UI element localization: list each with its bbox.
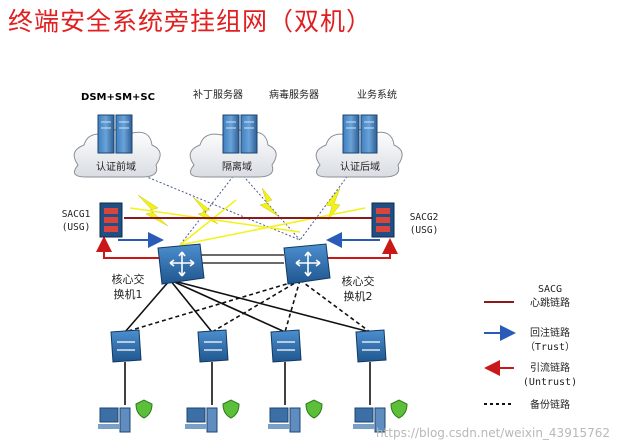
legend-redirect-line1: 引流链路 [530,361,570,374]
core2-label-line1: 核心交 [342,274,375,288]
biz-system-label: 业务系统 [357,88,397,101]
server-icon [222,114,258,154]
legend-inject-line2: （Trust） [525,341,575,353]
pc-icon [268,399,323,433]
dsm-server-label: DSM+SM+SC [81,92,155,103]
server-icon [97,114,133,154]
server-icon [342,114,378,154]
shield-icon [390,399,408,419]
lightning-icon [192,196,219,225]
av-server-label: 病毒服务器 [269,88,319,101]
watermark: https://blog.csdn.net/weixin_43915762 [376,426,610,440]
legend-backup-line1: 备份链路 [530,398,570,411]
legend: SACG 心跳链路 回注链路 （Trust） 引流链路 (Untrust) 备份… [484,284,577,411]
pc-icon [98,399,153,433]
pc-icon [185,399,240,433]
legend-heartbeat-line1: SACG [538,284,562,295]
firewall-icon [99,202,123,238]
sacg2-name: SACG2 [410,212,439,223]
redirect-link-1 [96,236,160,259]
access-switch-icon [197,329,229,363]
shield-icon [135,399,153,419]
core-switch-icon [283,243,331,285]
access-switch-icon [355,329,387,363]
domain-links [129,169,353,246]
page-title: 终端安全系统旁挂组网（双机） [8,7,373,36]
shield-icon [305,399,323,419]
core1-label-line1: 核心交 [112,272,145,286]
lightning-icon [259,187,279,217]
legend-heartbeat-line2: 心跳链路 [530,296,570,309]
sacg1-name: SACG1 [62,209,91,220]
pc-icon [353,399,408,433]
sacg2-type: (USG) [410,225,439,236]
backup-links [124,279,371,333]
patch-server-label: 补丁服务器 [193,88,243,101]
lightning-icon [325,187,341,221]
core2-label-line2: 换机2 [344,289,373,303]
redirect-link-2 [328,238,398,259]
yellow-links [129,199,366,246]
legend-inject-line1: 回注链路 [530,326,570,339]
core1-label-line2: 换机1 [114,287,143,301]
access-switch-icon [110,329,142,363]
core-switch-icon [157,243,205,285]
sacg1-type: (USG) [62,222,91,233]
shield-icon [222,399,240,419]
access-switch-icon [270,329,302,363]
firewall-icon [371,202,395,238]
primary-links [124,279,371,333]
lightning-links [137,187,341,227]
domain-pre-auth-label: 认证前域 [96,160,136,173]
pc-links [124,362,371,405]
domain-post-auth-label: 认证后域 [340,160,380,173]
core-interlinks [200,254,284,264]
legend-redirect-line2: (Untrust) [523,377,577,388]
domain-isolation-label: 隔离域 [222,160,252,173]
